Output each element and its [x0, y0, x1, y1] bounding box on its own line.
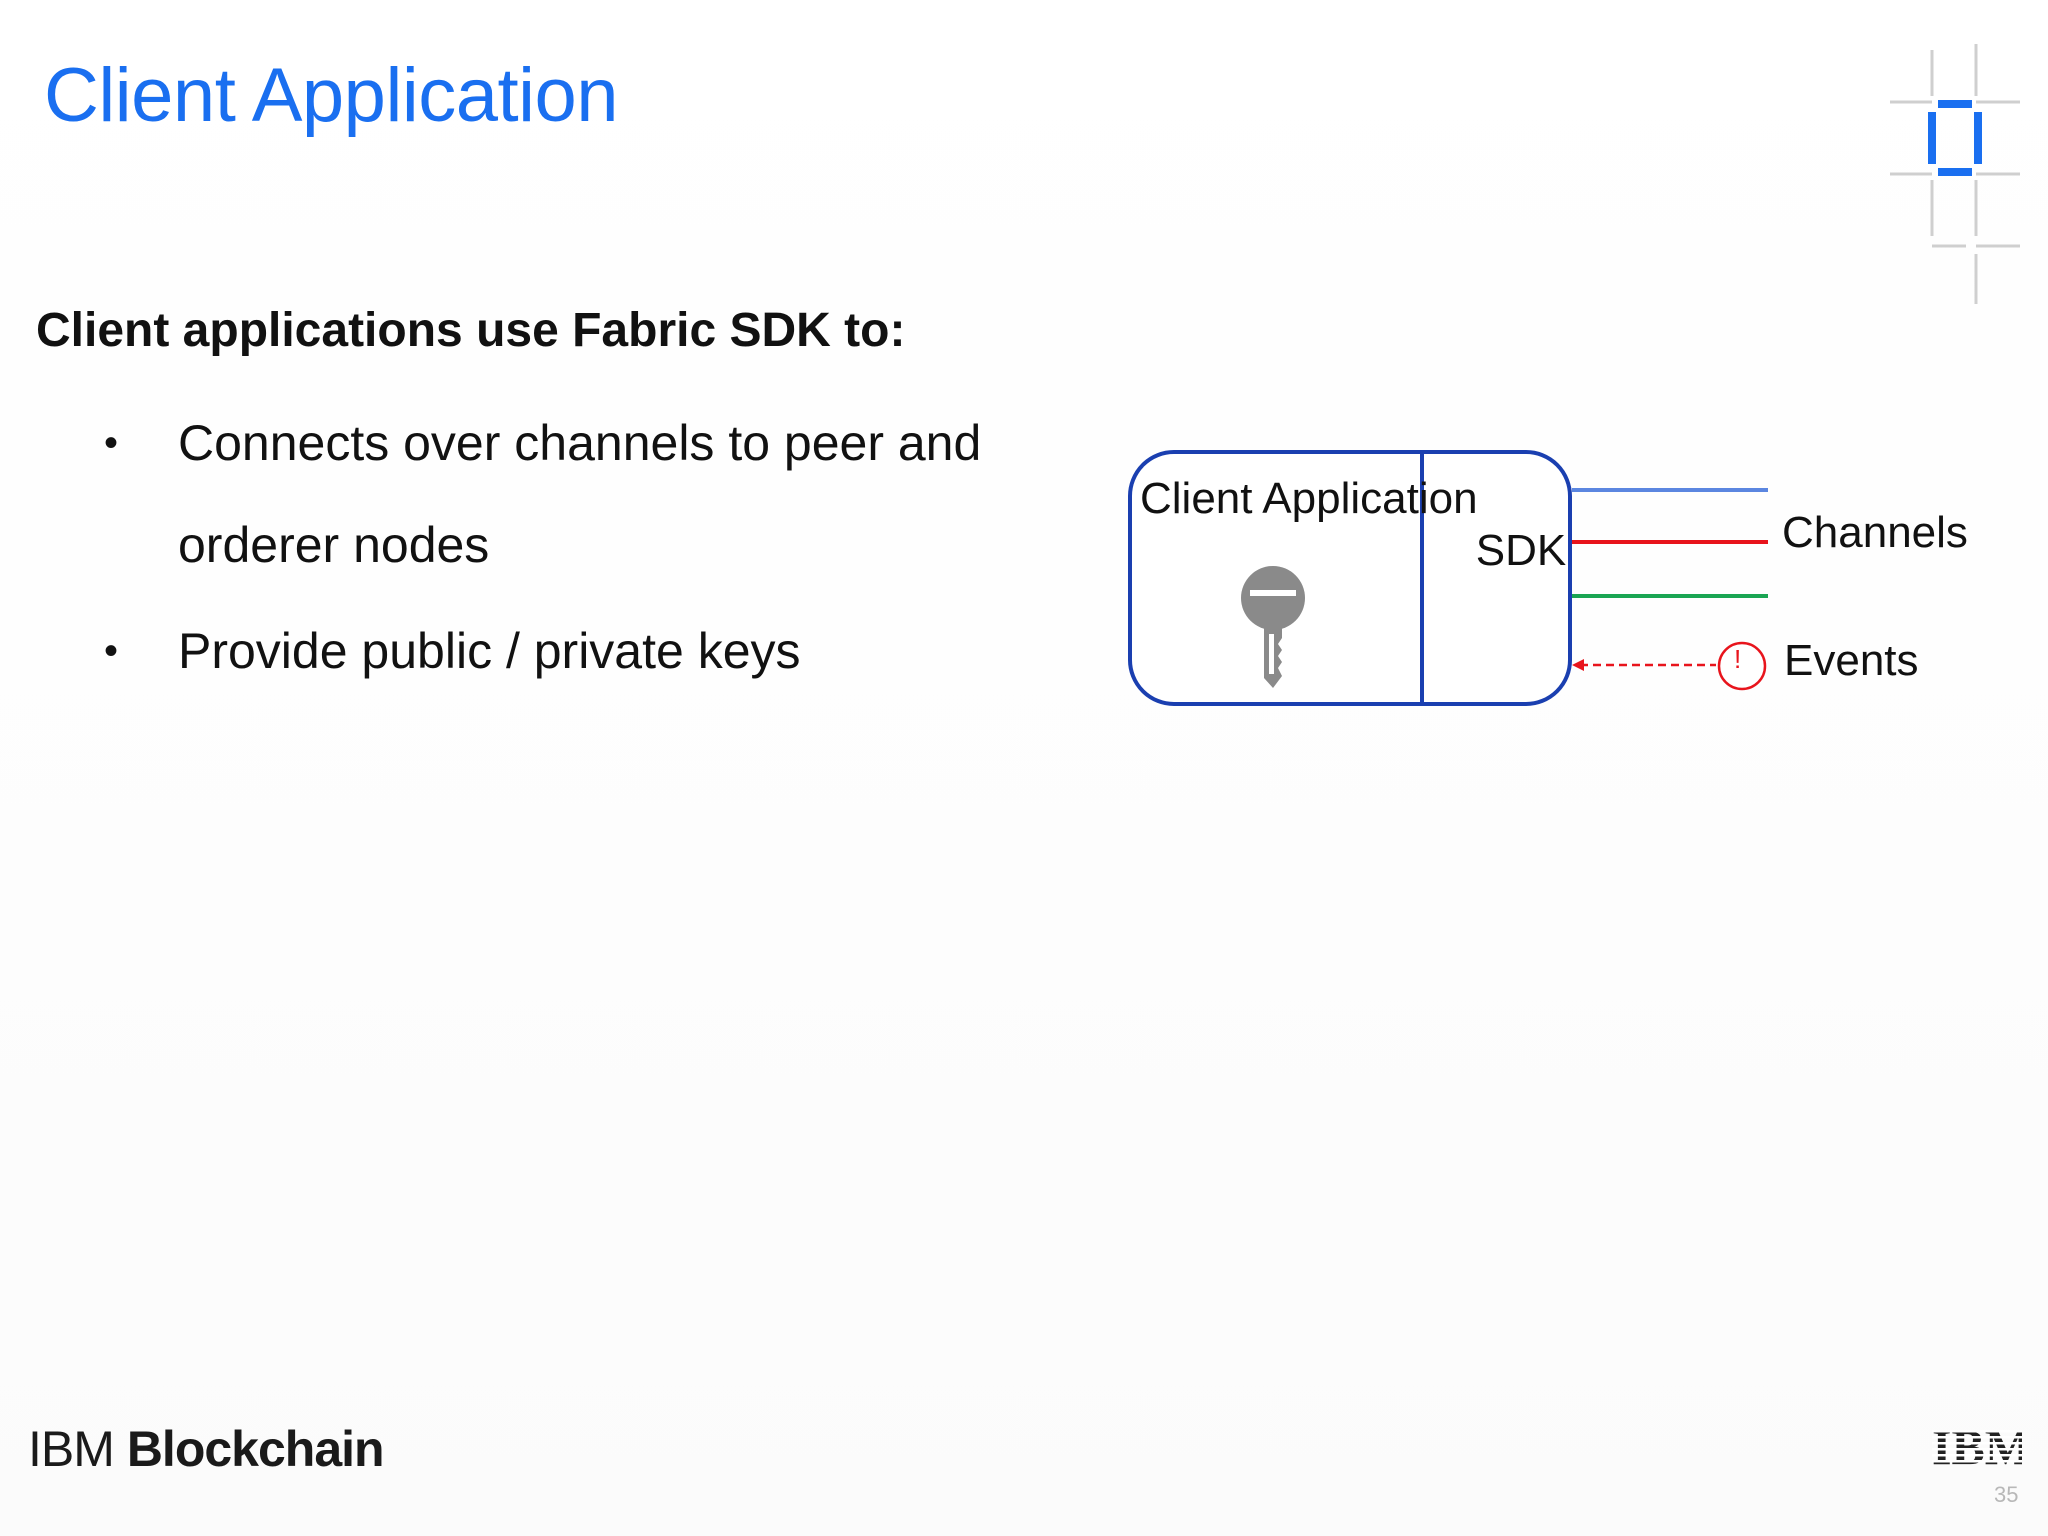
ibm-blockchain-brand: IBM Blockchain	[28, 1420, 385, 1478]
list-item: • Connects over channels to peer and orde…	[104, 392, 1038, 596]
channels-label: Channels	[1782, 508, 1968, 557]
bullet-marker: •	[104, 421, 119, 465]
client-sdk-diagram: ! Client Application SDK Channels Events	[1120, 440, 2000, 720]
exclamation-circle-icon	[1717, 641, 1767, 691]
ibm-logo: IBM	[1932, 1419, 2032, 1477]
sdk-label: SDK	[1475, 526, 1567, 575]
bullet-text: Connects over channels to peer and order…	[178, 415, 982, 573]
brand-prefix: IBM	[28, 1421, 115, 1477]
events-label: Events	[1784, 636, 1919, 685]
bullet-text: Provide public / private keys	[178, 623, 801, 679]
page-number: 35	[1994, 1482, 2019, 1507]
fabric-grid-logo	[1870, 40, 2030, 315]
key-icon	[1241, 566, 1305, 688]
brand-name: Blockchain	[126, 1421, 385, 1477]
page-title: Client Application	[44, 53, 619, 138]
event-marker: !	[1734, 644, 1742, 674]
subtitle: Client applications use Fabric SDK to:	[36, 304, 906, 357]
svg-text:IBM: IBM	[1932, 1422, 2022, 1472]
list-item: • Provide public / private keys	[104, 600, 1038, 702]
event-arrowhead	[1572, 659, 1584, 671]
client-application-label: Client Application	[1140, 474, 1478, 523]
bullet-marker: •	[104, 629, 119, 673]
client-application-box	[1128, 450, 1572, 706]
